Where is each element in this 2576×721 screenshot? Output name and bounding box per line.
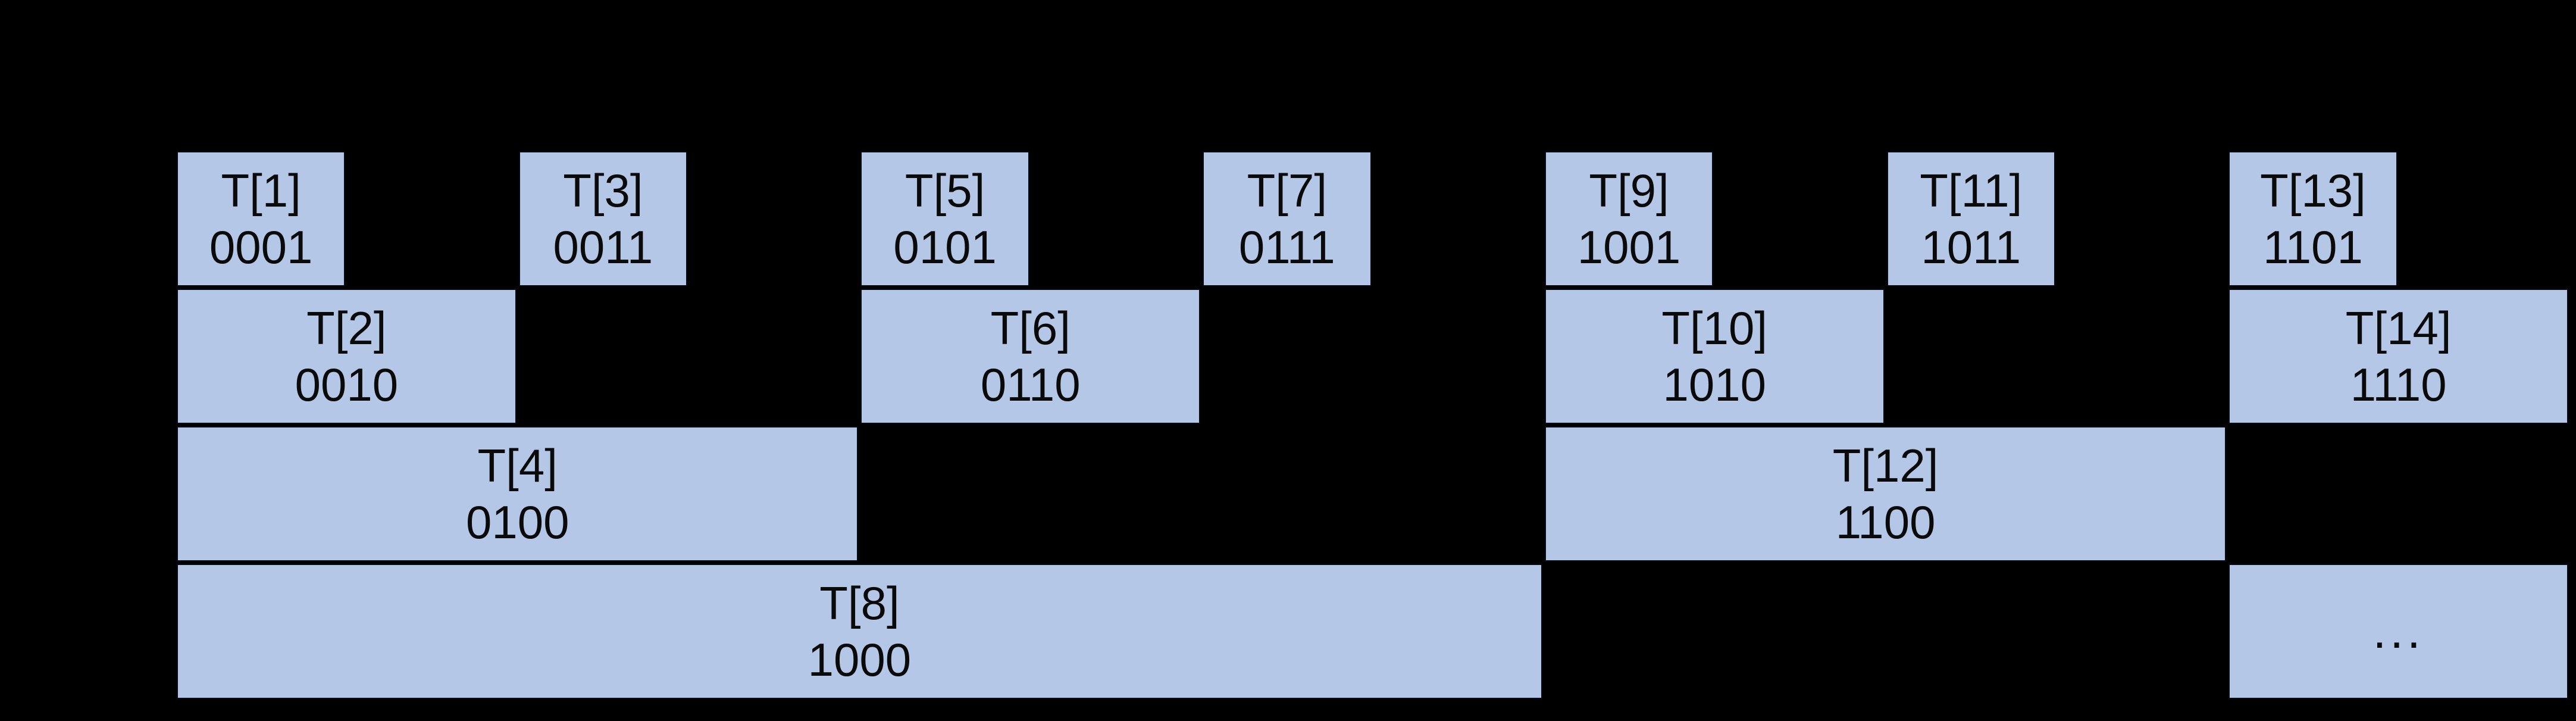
tree-cell-T4: T[4]0100 bbox=[177, 426, 859, 561]
tree-cell-T11: T[11]1011 bbox=[1886, 151, 2055, 286]
cell-label: T[10] bbox=[1661, 301, 1768, 354]
tree-cell-T10: T[10]1010 bbox=[1544, 289, 1885, 424]
tree-cell-T3: T[3]0011 bbox=[518, 151, 688, 286]
tree-cell-T6: T[6]0110 bbox=[860, 289, 1201, 424]
cell-binary: 1101 bbox=[2263, 220, 2363, 273]
cell-label: T[12] bbox=[1832, 439, 1939, 492]
cell-label: T[7] bbox=[1247, 164, 1328, 217]
tree-cell-ellipsis: ... bbox=[2228, 564, 2569, 699]
cell-binary: 0001 bbox=[209, 220, 313, 273]
cell-binary: 0011 bbox=[553, 220, 653, 273]
tree-cell-T14: T[14]1110 bbox=[2228, 289, 2569, 424]
cell-label: T[4] bbox=[477, 439, 558, 492]
cell-binary: 1110 bbox=[2350, 358, 2447, 411]
tree-cell-T8: T[8]1000 bbox=[177, 564, 1542, 699]
cell-binary: 1000 bbox=[807, 633, 912, 686]
cell-label: T[14] bbox=[2345, 301, 2452, 354]
cell-label: T[11] bbox=[1920, 164, 2023, 217]
cell-binary: 0101 bbox=[893, 220, 997, 273]
cell-binary: 1011 bbox=[1921, 220, 2021, 273]
cell-label: T[13] bbox=[2260, 164, 2366, 217]
tree-cell-T2: T[2]0010 bbox=[177, 289, 517, 424]
cell-binary: 0110 bbox=[980, 358, 1081, 411]
tree-cell-T13: T[13]1101 bbox=[2228, 151, 2397, 286]
tree-cell-T1: T[1]0001 bbox=[177, 151, 346, 286]
cell-label: T[6] bbox=[990, 301, 1071, 354]
cell-binary: 0010 bbox=[295, 358, 399, 411]
cell-binary: 0100 bbox=[465, 495, 569, 548]
cell-label: T[5] bbox=[904, 164, 985, 217]
cell-label: T[3] bbox=[563, 164, 643, 217]
cell-label: ... bbox=[2372, 604, 2424, 658]
tree-cell-T5: T[5]0101 bbox=[860, 151, 1029, 286]
tree-cell-T7: T[7]0111 bbox=[1203, 151, 1372, 286]
tree-cell-T9: T[9]1001 bbox=[1544, 151, 1714, 286]
cell-binary: 1100 bbox=[1835, 495, 1936, 548]
cell-binary: 1010 bbox=[1663, 358, 1766, 411]
cell-label: T[2] bbox=[306, 301, 387, 354]
cell-binary: 1001 bbox=[1577, 220, 1681, 273]
tree-cell-T12: T[12]1100 bbox=[1544, 426, 2227, 561]
cell-label: T[9] bbox=[1589, 164, 1669, 217]
cell-binary: 0111 bbox=[1238, 220, 1335, 273]
cell-label: T[8] bbox=[819, 576, 900, 629]
cell-label: T[1] bbox=[221, 164, 301, 217]
